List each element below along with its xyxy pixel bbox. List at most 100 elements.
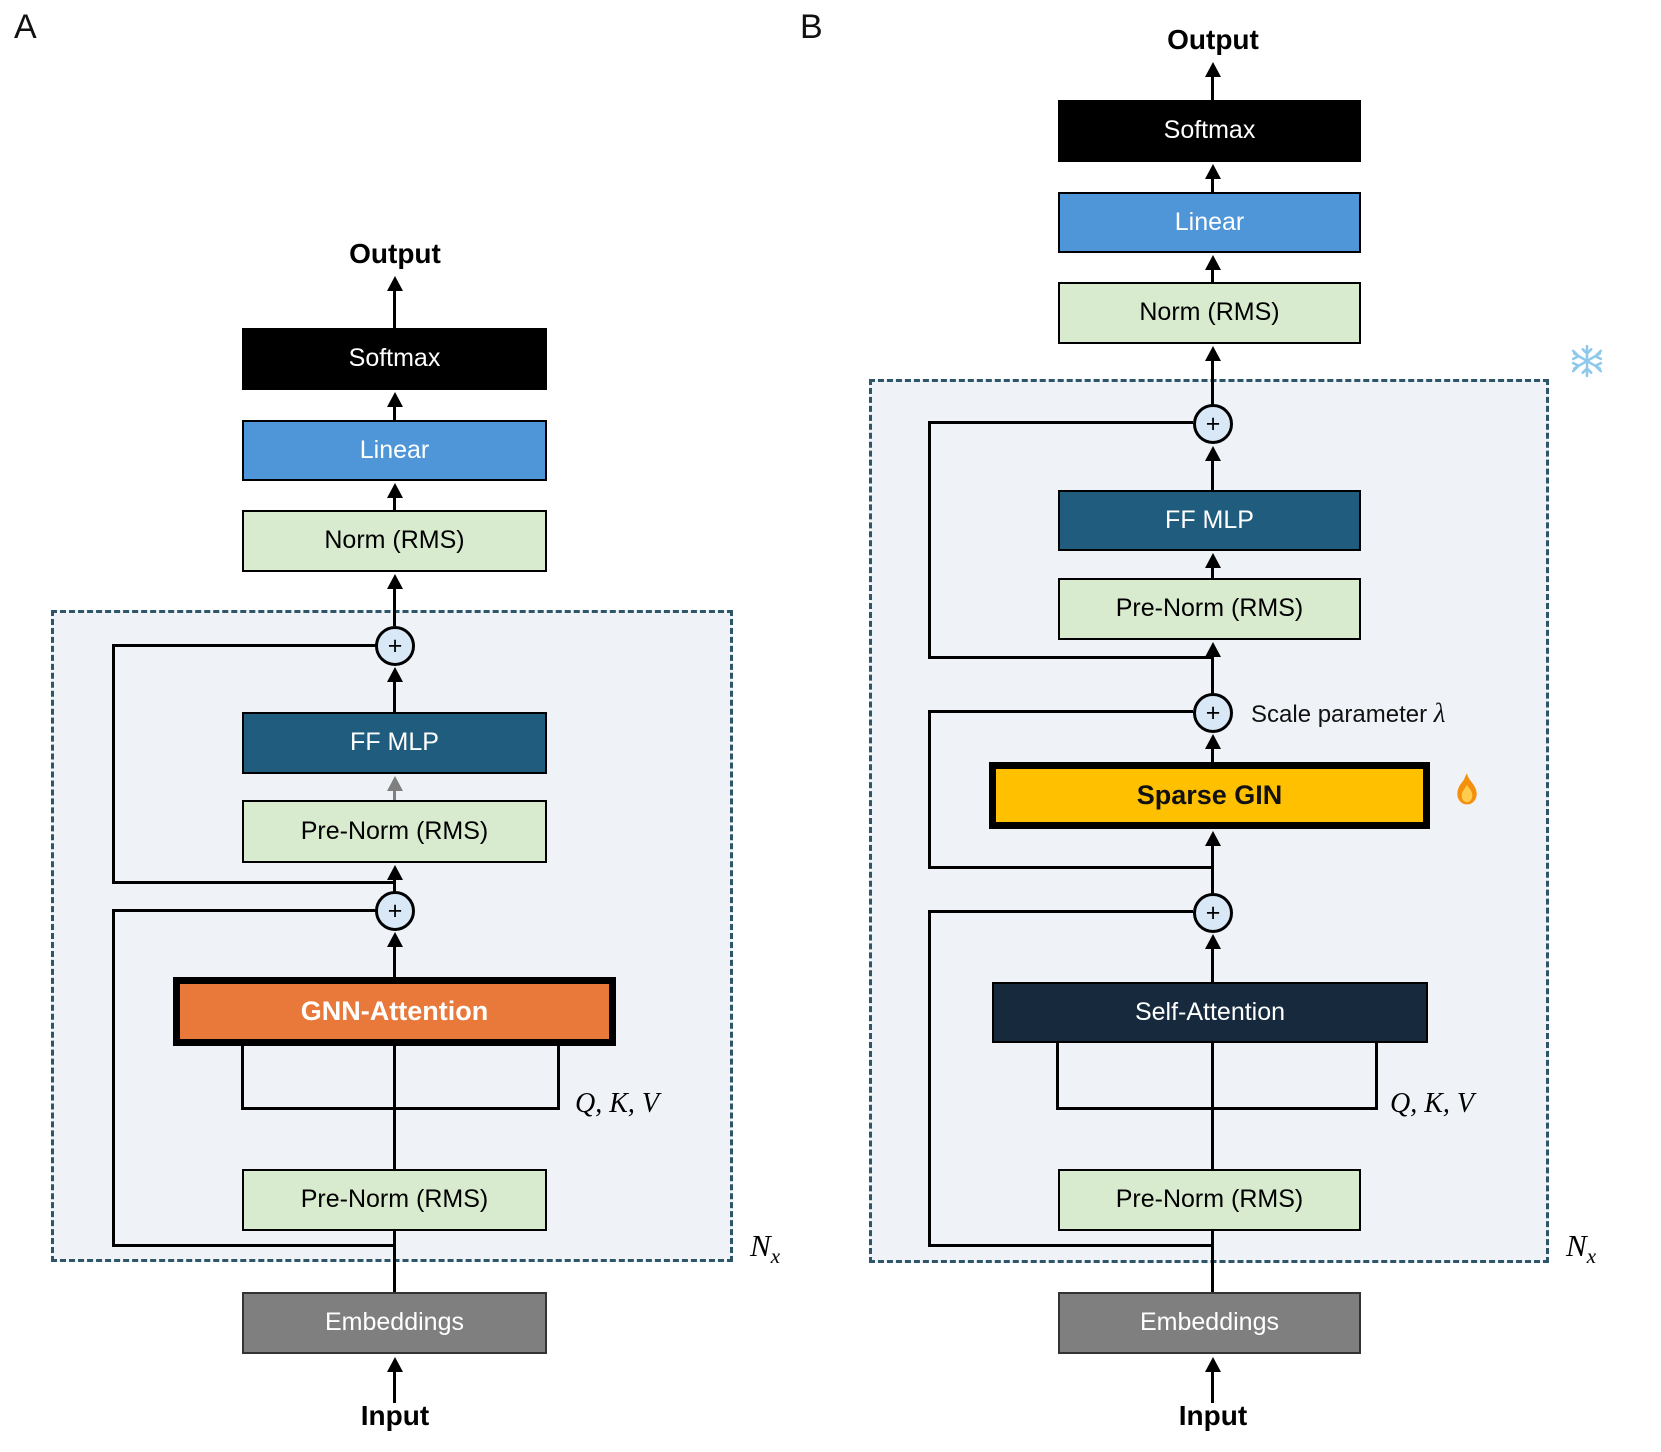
plus-icon: + [1205, 409, 1221, 438]
panel-b-qkv-label: Q, K, V [1390, 1088, 1474, 1119]
add-node: + [375, 891, 415, 931]
residual-line [112, 644, 115, 884]
add-node: + [1193, 893, 1233, 933]
panel-a-norm-box: Norm (RMS) [242, 510, 547, 572]
qkv-bracket [241, 1107, 560, 1110]
panel-a-prenorm-attn-box: Pre-Norm (RMS) [242, 1169, 547, 1231]
flow-line [1211, 358, 1214, 405]
panel-b-label: B [800, 8, 823, 46]
panel-a-input-label: Input [360, 1400, 430, 1431]
fire-icon [1457, 773, 1477, 805]
qkv-bracket [1375, 1043, 1378, 1109]
residual-line [930, 421, 1193, 424]
arrow-up-icon [1205, 934, 1221, 949]
qkv-bracket [1056, 1043, 1059, 1109]
arrow-up-icon [1205, 164, 1221, 179]
flow-line [1211, 1043, 1214, 1169]
arrow-up-icon [387, 276, 403, 291]
arrow-up-icon [1205, 734, 1221, 749]
arrow-up-icon [387, 667, 403, 682]
arrow-up-icon [387, 574, 403, 589]
panel-a-output-label: Output [349, 238, 441, 269]
residual-line [930, 656, 1213, 659]
panel-b: B Nx [800, 0, 1661, 1452]
panel-a-gnn-attention-box: GNN-Attention [173, 977, 616, 1046]
arrow-up-icon [1205, 62, 1221, 77]
flow-line [1211, 1231, 1214, 1292]
residual-line [930, 1244, 1213, 1247]
flow-line [1211, 565, 1214, 578]
arrow-up-icon [1205, 255, 1221, 270]
flow-line [393, 1369, 396, 1403]
flow-line [1211, 746, 1214, 762]
panel-a: A Nx Input Q, K, V [14, 8, 781, 1431]
scale-parameter-label: Scale parameter λ [1251, 698, 1446, 728]
flow-line [393, 586, 396, 626]
flow-line [1211, 458, 1214, 490]
panel-b-repeat-count: Nx [1566, 1228, 1597, 1268]
plus-icon: + [387, 631, 403, 660]
snowflake-icon [1571, 344, 1603, 378]
residual-line [928, 710, 931, 869]
panel-b-ffmlp-box: FF MLP [1058, 490, 1361, 551]
panel-a-linear-box: Linear [242, 420, 547, 481]
flow-line [1211, 947, 1214, 982]
add-node: + [1193, 693, 1233, 733]
arrow-up-icon [387, 865, 403, 880]
arrow-up-icon [387, 1357, 403, 1372]
panel-a-qkv-label: Q, K, V [575, 1088, 659, 1119]
residual-line [930, 866, 1213, 869]
panel-a-softmax-box: Softmax [242, 328, 547, 390]
residual-line [112, 909, 115, 1247]
panel-b-linear-box: Linear [1058, 192, 1361, 253]
lambda-symbol: λ [1433, 698, 1446, 728]
qkv-bracket [557, 1046, 560, 1109]
panel-a-repeat-count: Nx [750, 1228, 781, 1268]
panel-b-norm-box: Norm (RMS) [1058, 282, 1361, 344]
flow-line [1211, 654, 1214, 694]
residual-line [930, 910, 1193, 913]
panel-a-embeddings-box: Embeddings [242, 1292, 547, 1354]
flow-line [1211, 176, 1214, 192]
plus-icon: + [387, 896, 403, 925]
flow-line [393, 404, 396, 420]
arrow-up-icon [387, 932, 403, 947]
residual-line [114, 1244, 395, 1247]
qkv-bracket [1056, 1107, 1378, 1110]
residual-line [114, 909, 376, 912]
add-node: + [1193, 404, 1233, 444]
arrow-up-icon [1205, 831, 1221, 846]
panel-b-softmax-box: Softmax [1058, 100, 1361, 162]
arrow-up-icon [387, 776, 403, 791]
residual-line [930, 710, 1193, 713]
arrow-up-icon [1205, 553, 1221, 568]
flow-line [393, 788, 396, 800]
panel-b-self-attention-box: Self-Attention [992, 982, 1428, 1043]
arrow-up-icon [1205, 642, 1221, 657]
flow-line [1211, 1369, 1214, 1403]
arrow-up-icon [1205, 1357, 1221, 1372]
flow-line [393, 679, 396, 712]
panel-b-input-label: Input [1178, 1400, 1248, 1431]
plus-icon: + [1205, 898, 1221, 927]
flow-line [393, 288, 396, 328]
residual-line [114, 644, 376, 647]
arrow-up-icon [1205, 446, 1221, 461]
plus-icon: + [1205, 698, 1221, 727]
flow-line [393, 495, 396, 510]
flow-line [393, 1231, 396, 1292]
panel-b-prenorm-ff-box: Pre-Norm (RMS) [1058, 578, 1361, 640]
qkv-bracket [241, 1046, 244, 1109]
panel-a-ffmlp-box: FF MLP [242, 712, 547, 774]
panel-b-output-label: Output [1167, 24, 1259, 55]
arrow-up-icon [387, 483, 403, 498]
flow-line [393, 945, 396, 977]
residual-line [114, 881, 395, 884]
flow-line [1211, 843, 1214, 894]
residual-line [928, 421, 931, 659]
arrow-up-icon [387, 392, 403, 407]
panel-b-sparse-gin-box: Sparse GIN [989, 762, 1430, 829]
arrow-up-icon [1205, 346, 1221, 361]
panel-b-prenorm-attn-box: Pre-Norm (RMS) [1058, 1169, 1361, 1231]
